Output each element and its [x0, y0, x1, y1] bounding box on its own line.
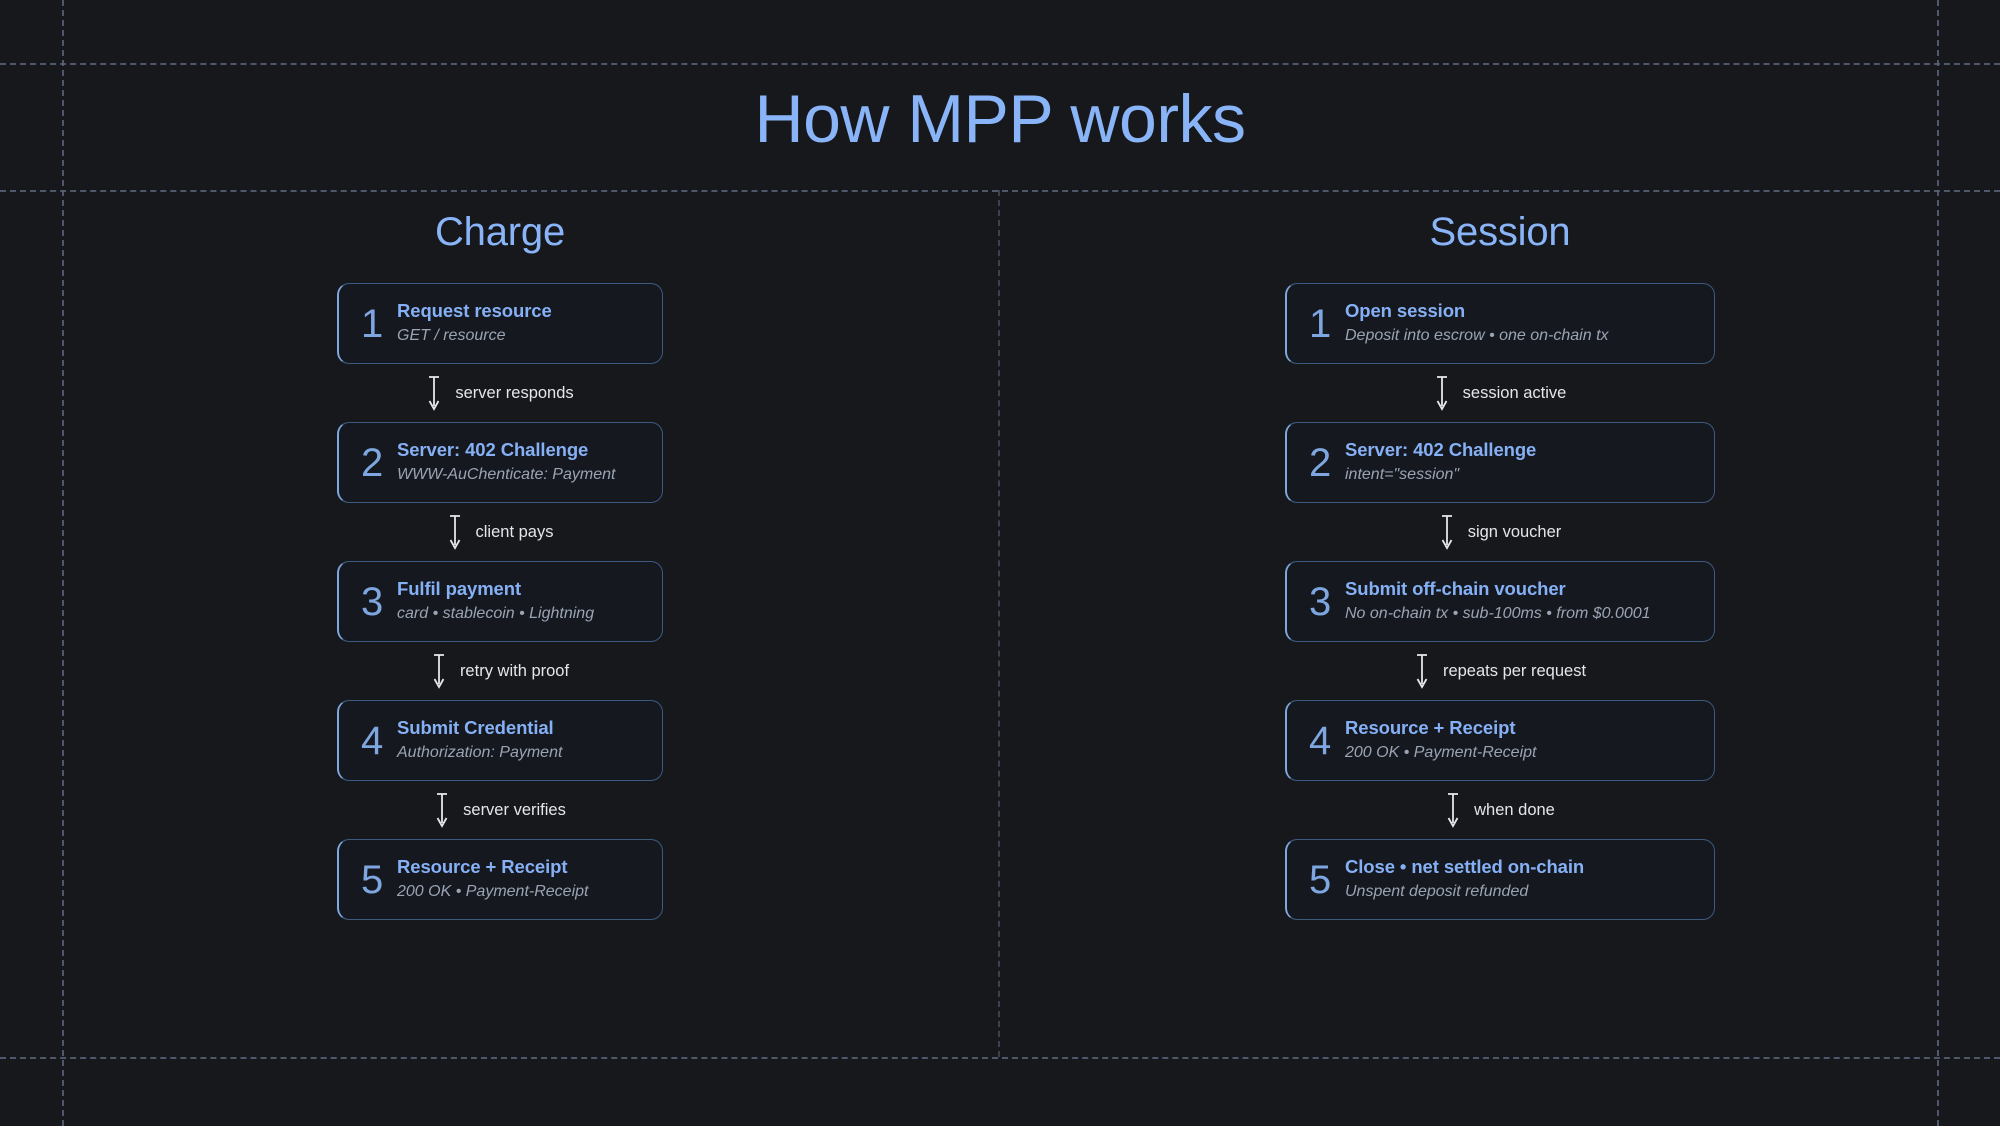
step-number: 3	[1309, 579, 1332, 624]
step-card[interactable]: 2 Server: 402 Challenge WWW-AuChenticate…	[337, 422, 663, 503]
step-subtitle: WWW-AuChenticate: Payment	[397, 466, 616, 483]
step-title: Submit Credential	[397, 717, 554, 738]
step-connector: when done	[1445, 781, 1555, 839]
step-connector: server responds	[426, 364, 574, 422]
step-connector: retry with proof	[431, 642, 569, 700]
column-title-session: Session	[1429, 210, 1571, 254]
step-subtitle: 200 OK • Payment-Receipt	[1345, 744, 1537, 761]
step-number: 2	[361, 440, 384, 485]
step-subtitle: 200 OK • Payment-Receipt	[397, 883, 589, 900]
connector-label: server verifies	[463, 800, 566, 819]
step-title: Resource + Receipt	[397, 856, 568, 877]
step-connector: session active	[1434, 364, 1567, 422]
step-body: Fulfil payment card • stablecoin • Light…	[397, 578, 594, 623]
step-number: 1	[361, 301, 384, 346]
step-card[interactable]: 5 Resource + Receipt 200 OK • Payment-Re…	[337, 839, 663, 920]
connector-label: client pays	[475, 522, 554, 541]
down-arrow-icon	[436, 793, 448, 828]
flow-charge: 1 Request resource GET / resource server…	[337, 283, 663, 920]
columns-container: Charge 1 Request resource GET / resource	[0, 210, 2000, 920]
step-subtitle: Unspent deposit refunded	[1345, 883, 1529, 900]
connector-label: session active	[1462, 383, 1567, 402]
connector-label: retry with proof	[459, 661, 570, 680]
step-body: Close • net settled on-chain Unspent dep…	[1345, 856, 1584, 901]
step-subtitle: Authorization: Payment	[397, 744, 563, 761]
column-session: Session 1 Open session Deposit into escr…	[1000, 210, 2000, 920]
step-title: Submit off-chain voucher	[1345, 578, 1566, 599]
step-card[interactable]: 1 Open session Deposit into escrow • one…	[1285, 283, 1715, 364]
step-number: 5	[1309, 857, 1332, 902]
step-card[interactable]: 2 Server: 402 Challenge intent="session"	[1285, 422, 1715, 503]
step-title: Server: 402 Challenge	[397, 439, 589, 460]
down-arrow-icon	[429, 376, 440, 411]
step-body: Resource + Receipt 200 OK • Payment-Rece…	[1345, 717, 1536, 762]
step-subtitle: Deposit into escrow • one on-chain tx	[1345, 327, 1609, 344]
step-title: Close • net settled on-chain	[1345, 856, 1585, 877]
step-card[interactable]: 3 Fulfil payment card • stablecoin • Lig…	[337, 561, 663, 642]
down-arrow-icon	[433, 654, 445, 689]
connector-label: server responds	[455, 383, 574, 402]
flow-session: 1 Open session Deposit into escrow • one…	[1285, 283, 1715, 920]
step-subtitle: GET / resource	[397, 327, 506, 344]
step-body: Submit off-chain voucher No on-chain tx …	[1345, 578, 1651, 623]
step-subtitle: intent="session"	[1345, 466, 1460, 483]
step-body: Resource + Receipt 200 OK • Payment-Rece…	[397, 856, 588, 901]
step-card[interactable]: 1 Request resource GET / resource	[337, 283, 663, 364]
step-number: 4	[1309, 718, 1332, 763]
down-arrow-icon	[449, 515, 460, 550]
step-number: 1	[1309, 301, 1332, 346]
step-subtitle: card • stablecoin • Lightning	[397, 605, 595, 622]
step-title: Request resource	[397, 300, 552, 321]
step-body: Server: 402 Challenge intent="session"	[1345, 439, 1536, 484]
step-title: Server: 402 Challenge	[1345, 439, 1537, 460]
down-arrow-icon	[1441, 515, 1453, 550]
step-connector: sign voucher	[1439, 503, 1562, 561]
step-body: Server: 402 Challenge WWW-AuChenticate: …	[397, 439, 615, 484]
down-arrow-icon	[1447, 793, 1459, 828]
connector-label: repeats per request	[1442, 661, 1587, 680]
connector-label: sign voucher	[1467, 522, 1562, 541]
step-card[interactable]: 4 Submit Credential Authorization: Payme…	[337, 700, 663, 781]
down-arrow-icon	[1436, 376, 1447, 411]
step-body: Open session Deposit into escrow • one o…	[1345, 300, 1609, 345]
column-title-charge: Charge	[435, 210, 565, 254]
connector-label: when done	[1474, 800, 1555, 819]
step-body: Submit Credential Authorization: Payment	[397, 717, 562, 762]
step-number: 4	[361, 718, 384, 763]
step-subtitle: No on-chain tx • sub-100ms • from $0.000…	[1345, 605, 1651, 622]
step-connector: client pays	[447, 503, 554, 561]
step-card[interactable]: 3 Submit off-chain voucher No on-chain t…	[1285, 561, 1715, 642]
down-arrow-icon	[1416, 654, 1428, 689]
column-charge: Charge 1 Request resource GET / resource	[0, 210, 1000, 920]
step-body: Request resource GET / resource	[397, 300, 552, 345]
step-card[interactable]: 5 Close • net settled on-chain Unspent d…	[1285, 839, 1715, 920]
page-title: How MPP works	[754, 81, 1246, 157]
step-title: Fulfil payment	[397, 578, 521, 599]
step-connector: repeats per request	[1414, 642, 1586, 700]
step-connector: server verifies	[434, 781, 566, 839]
step-number: 5	[361, 857, 384, 902]
step-number: 3	[361, 579, 384, 624]
step-title: Open session	[1345, 300, 1466, 321]
step-title: Resource + Receipt	[1345, 717, 1516, 738]
step-number: 2	[1309, 440, 1332, 485]
step-card[interactable]: 4 Resource + Receipt 200 OK • Payment-Re…	[1285, 700, 1715, 781]
